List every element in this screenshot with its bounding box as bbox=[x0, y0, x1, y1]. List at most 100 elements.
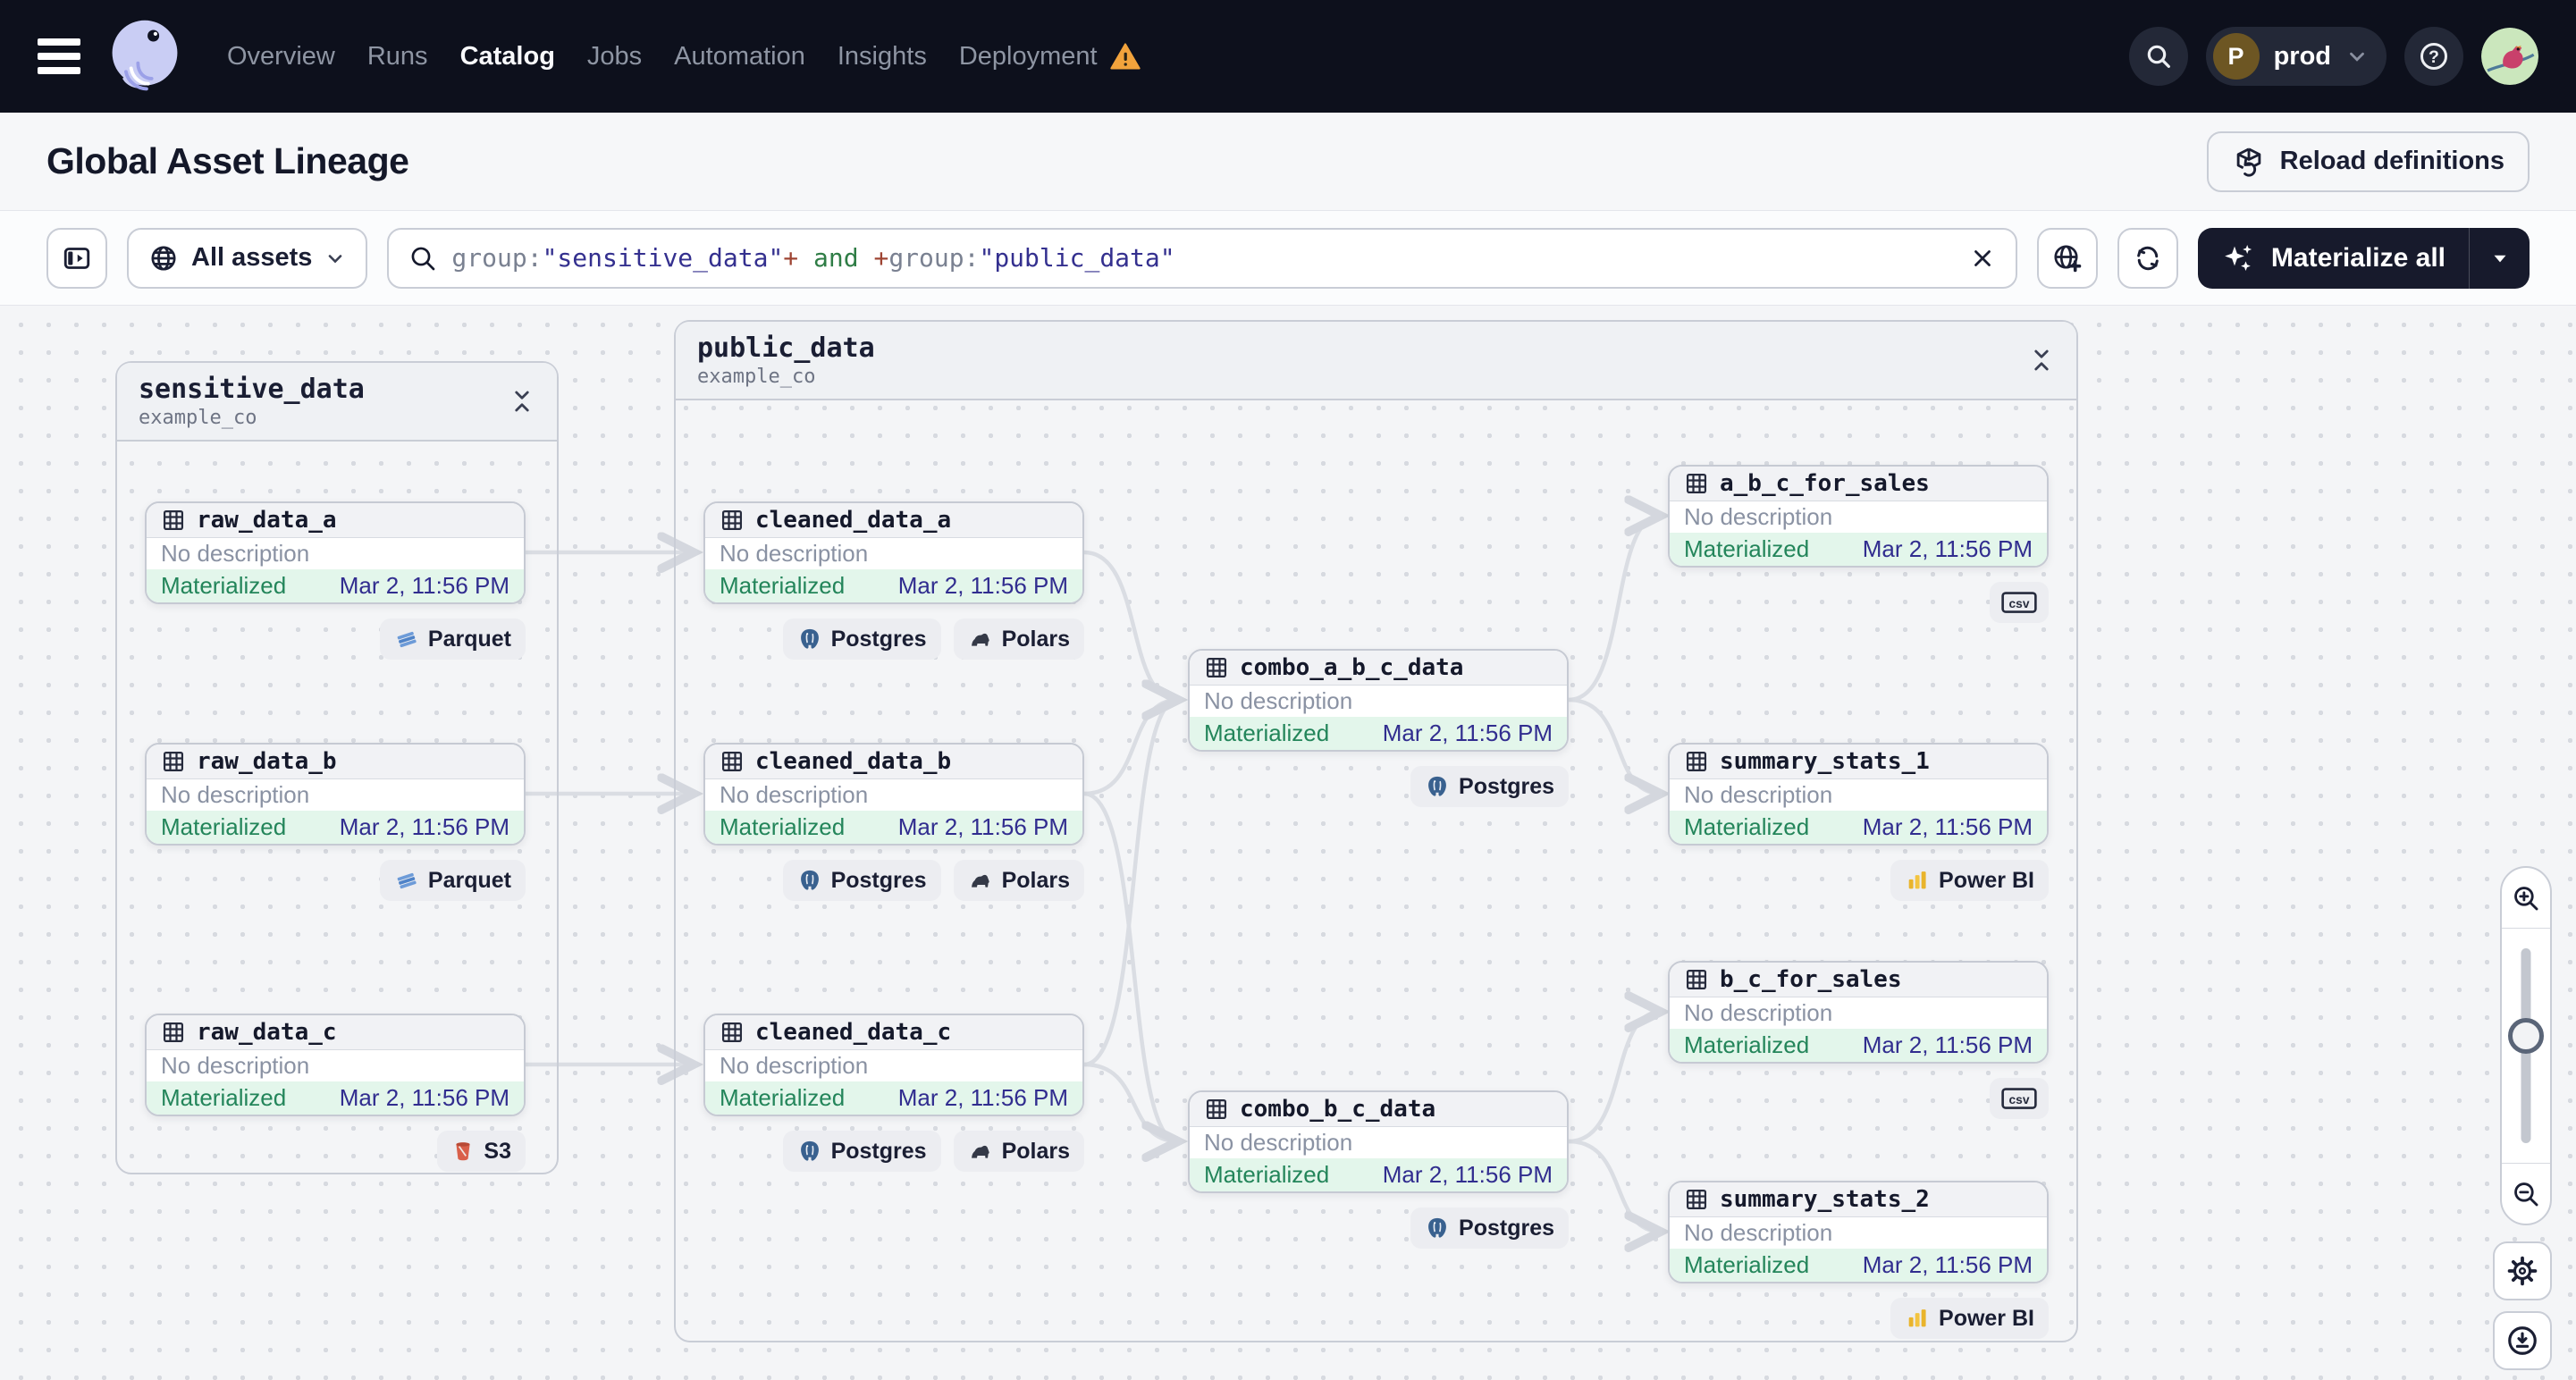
kind-tag-csv[interactable]: csv bbox=[1990, 582, 2049, 623]
asset-name: summary_stats_2 bbox=[1720, 1186, 1930, 1213]
polars-icon bbox=[971, 1145, 989, 1158]
nav-item-jobs[interactable]: Jobs bbox=[586, 41, 643, 71]
zoom-out-button[interactable] bbox=[2502, 1163, 2550, 1224]
user-avatar-image[interactable] bbox=[2481, 28, 2538, 85]
graph-settings-button[interactable] bbox=[2493, 1241, 2552, 1300]
clear-x-icon[interactable] bbox=[1969, 245, 1996, 272]
kind-tag-postgres[interactable]: Postgres bbox=[782, 618, 941, 660]
zoom-in-icon bbox=[2514, 886, 2538, 910]
top-nav: Overview Runs Catalog Jobs Automation In… bbox=[0, 0, 2576, 113]
materialize-all-label: Materialize all bbox=[2270, 242, 2446, 273]
panel-toggle-icon bbox=[63, 247, 90, 269]
refresh-button[interactable] bbox=[2117, 227, 2178, 289]
polars-icon bbox=[971, 633, 989, 646]
asset-description: No description bbox=[147, 538, 524, 569]
download-image-button[interactable] bbox=[2493, 1311, 2552, 1370]
kind-tag-postgres[interactable]: Postgres bbox=[1410, 766, 1569, 807]
asset-node-combo-b-c-data[interactable]: combo_b_c_data No description Materializ… bbox=[1188, 1090, 1569, 1193]
chevron-down-icon bbox=[329, 254, 342, 263]
kind-tag-polars[interactable]: Polars bbox=[953, 618, 1084, 660]
kind-tag-parquet[interactable]: Parquet bbox=[379, 618, 526, 660]
kind-tag-postgres[interactable]: Postgres bbox=[782, 1131, 941, 1172]
materialize-options-button[interactable] bbox=[2469, 227, 2530, 289]
asset-node-summary-stats-1[interactable]: summary_stats_1 No description Materiali… bbox=[1668, 743, 2049, 846]
group-repo: example_co bbox=[139, 407, 257, 429]
nav-item-deployment[interactable]: Deployment bbox=[959, 42, 1141, 72]
materialized-status: Materialized bbox=[1204, 1161, 1330, 1188]
asset-node-cleaned-data-c[interactable]: cleaned_data_c No description Materializ… bbox=[703, 1014, 1084, 1116]
asset-node-b-c-for-sales[interactable]: b_c_for_sales No description Materialize… bbox=[1668, 961, 2049, 1064]
kind-tag-s3[interactable]: S3 bbox=[437, 1131, 526, 1172]
nav-item-automation[interactable]: Automation bbox=[674, 41, 805, 71]
svg-text:csv: csv bbox=[2009, 1093, 2030, 1107]
kind-tag-powerbi[interactable]: Power BI bbox=[1890, 860, 2049, 901]
magnifier-icon bbox=[412, 247, 435, 270]
warning-triangle-icon bbox=[1109, 43, 1141, 70]
asset-name: combo_a_b_c_data bbox=[1240, 654, 1464, 681]
parquet-icon bbox=[397, 872, 417, 889]
table-icon bbox=[163, 509, 184, 531]
polars-icon bbox=[971, 874, 989, 888]
materialized-timestamp: Mar 2, 11:56 PM bbox=[1862, 813, 2033, 840]
kind-tag-polars[interactable]: Polars bbox=[953, 860, 1084, 901]
panel-toggle-button[interactable] bbox=[46, 227, 107, 289]
group-header-sensitive-data[interactable]: sensitive_data example_co bbox=[117, 363, 557, 442]
kind-tag-polars[interactable]: Polars bbox=[953, 1131, 1084, 1172]
materialized-timestamp: Mar 2, 11:56 PM bbox=[1382, 719, 1553, 746]
table-icon bbox=[163, 1022, 184, 1043]
materialized-timestamp: Mar 2, 11:56 PM bbox=[897, 813, 1068, 840]
zoom-slider-knob[interactable] bbox=[2508, 1018, 2544, 1054]
asset-node-cleaned-data-a[interactable]: cleaned_data_a No description Materializ… bbox=[703, 501, 1084, 604]
nav-item-overview[interactable]: Overview bbox=[227, 41, 335, 71]
postgres-icon bbox=[1428, 1217, 1446, 1238]
new-catalog-view-button[interactable] bbox=[2036, 227, 2098, 289]
globe-icon bbox=[151, 245, 176, 271]
asset-node-cleaned-data-b[interactable]: cleaned_data_b No description Materializ… bbox=[703, 743, 1084, 846]
s3-icon bbox=[456, 1142, 470, 1161]
lineage-toolbar: All assets group:"sensitive_data"+ and +… bbox=[0, 211, 2576, 306]
nav-item-insights[interactable]: Insights bbox=[837, 41, 927, 71]
collapse-group-icon[interactable] bbox=[509, 386, 535, 417]
top-nav-right: P prod ? bbox=[2128, 27, 2538, 86]
asset-scope-dropdown[interactable]: All assets bbox=[127, 227, 368, 289]
kind-tag-postgres[interactable]: Postgres bbox=[782, 860, 941, 901]
materialize-all-split-button: Materialize all bbox=[2197, 227, 2530, 289]
gear-icon bbox=[2507, 1256, 2538, 1286]
nav-item-runs[interactable]: Runs bbox=[366, 41, 428, 71]
materialized-status: Materialized bbox=[1684, 1031, 1810, 1058]
table-icon bbox=[1686, 1189, 1707, 1210]
zoom-in-button[interactable] bbox=[2502, 868, 2550, 929]
kind-tag-postgres[interactable]: Postgres bbox=[1410, 1208, 1569, 1249]
search-icon[interactable] bbox=[2128, 27, 2188, 86]
materialize-all-button[interactable]: Materialize all bbox=[2198, 228, 2469, 289]
asset-description: No description bbox=[1670, 1217, 2047, 1249]
download-icon bbox=[2508, 1326, 2537, 1355]
kind-tag-csv[interactable]: csv bbox=[1990, 1078, 2049, 1119]
reload-definitions-button[interactable]: Reload definitions bbox=[2206, 130, 2530, 192]
hamburger-icon[interactable] bbox=[38, 38, 80, 74]
group-repo: example_co bbox=[697, 366, 816, 388]
lineage-graph-canvas[interactable]: sensitive_data example_co public_data ex… bbox=[0, 306, 2576, 1380]
asset-node-summary-stats-2[interactable]: summary_stats_2 No description Materiali… bbox=[1668, 1181, 2049, 1283]
kind-tag-parquet[interactable]: Parquet bbox=[379, 860, 526, 901]
help-icon[interactable]: ? bbox=[2404, 27, 2463, 86]
table-icon bbox=[1206, 1098, 1227, 1120]
zoom-slider[interactable] bbox=[2502, 929, 2550, 1163]
nav-item-catalog[interactable]: Catalog bbox=[459, 41, 555, 71]
deployment-switcher[interactable]: P prod bbox=[2205, 27, 2387, 86]
table-icon bbox=[1686, 751, 1707, 772]
kind-tag-powerbi[interactable]: Power BI bbox=[1890, 1298, 2049, 1339]
asset-description: No description bbox=[147, 779, 524, 811]
collapse-group-icon[interactable] bbox=[2028, 345, 2055, 375]
group-name: sensitive_data bbox=[139, 374, 365, 405]
asset-node-a-b-c-for-sales[interactable]: a_b_c_for_sales No description Materiali… bbox=[1668, 465, 2049, 568]
group-header-public-data[interactable]: public_data example_co bbox=[676, 322, 2076, 400]
dagster-logo[interactable] bbox=[104, 15, 186, 97]
deployment-initial-badge: P bbox=[2212, 33, 2260, 80]
asset-node-combo-a-b-c-data[interactable]: combo_a_b_c_data No description Material… bbox=[1188, 649, 1569, 752]
asset-description: No description bbox=[1670, 501, 2047, 533]
search-input[interactable]: group:"sensitive_data"+ and +group:"publ… bbox=[387, 227, 2017, 289]
